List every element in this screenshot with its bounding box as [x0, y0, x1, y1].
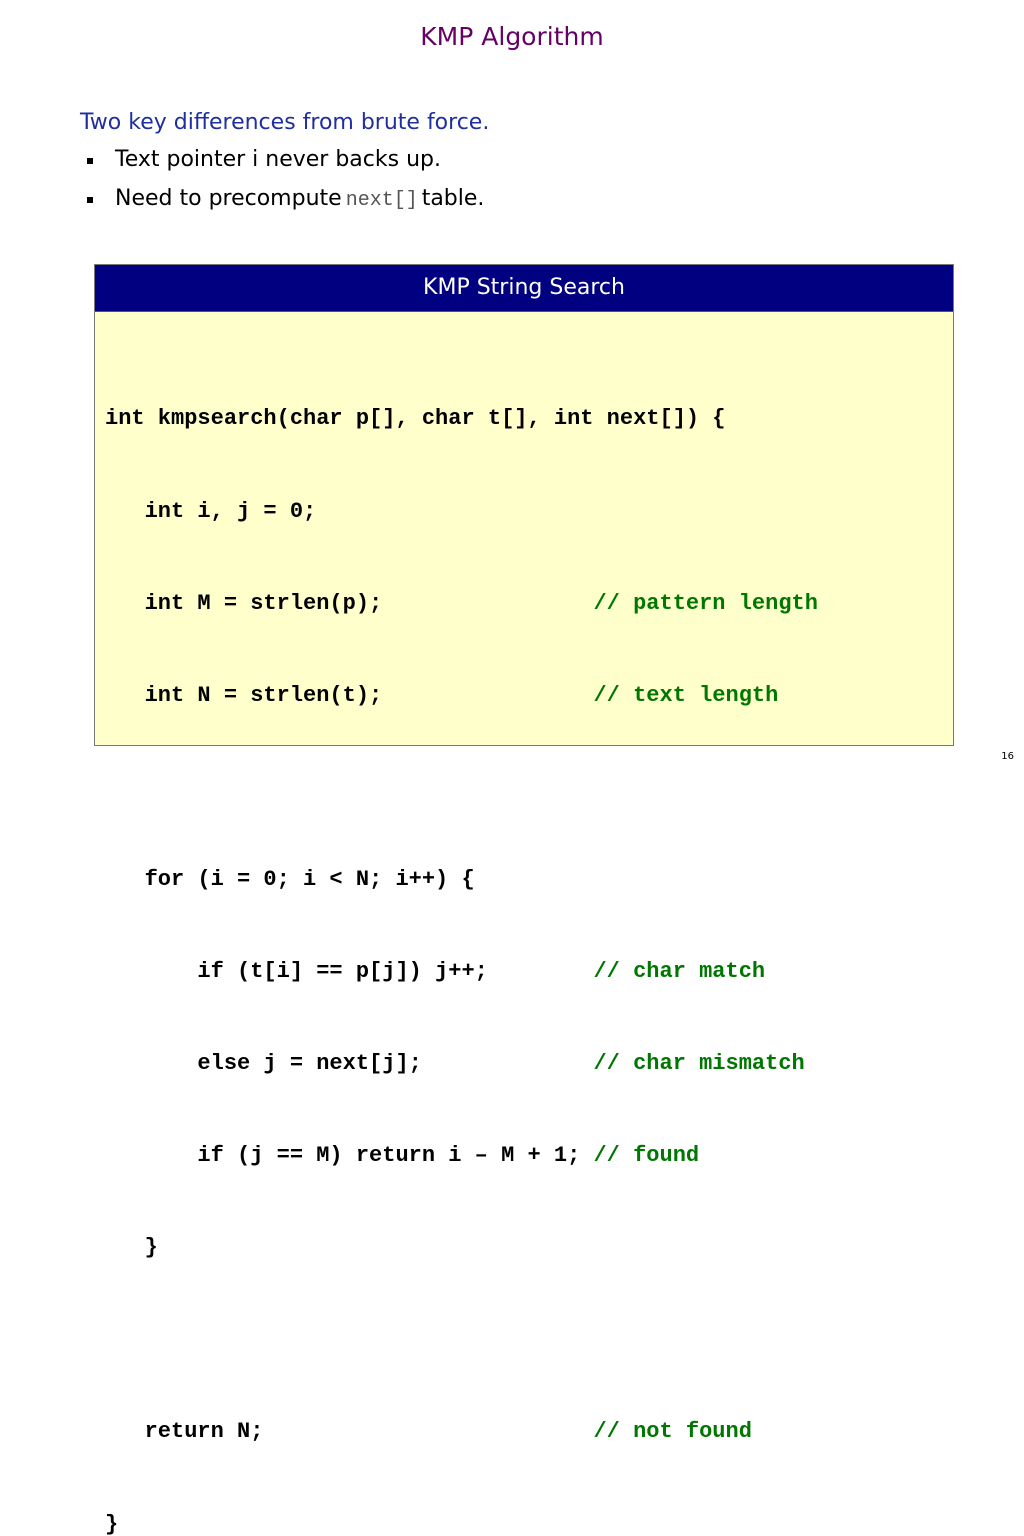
code-text: int i, j = 0; [105, 498, 317, 524]
code-comment: // char match [593, 958, 766, 984]
bullet-item-2: Need to precompute next[] table. [87, 186, 484, 212]
code-text: if (j == M) return i – M + 1; [105, 1143, 594, 1169]
code-text: else j = next[j]; [105, 1051, 594, 1077]
code-comment: // char mismatch [593, 1051, 805, 1077]
code-block: int kmpsearch(char p[], char t[], int ne… [105, 343, 818, 1536]
bullet-text-post: table. [421, 186, 485, 211]
bullet-square-icon [87, 158, 93, 164]
code-line: int i, j = 0; [105, 497, 818, 528]
code-line [105, 773, 818, 804]
code-line: return N; // not found [105, 1417, 818, 1448]
code-line [105, 1325, 818, 1356]
code-line: if (t[i] == p[j]) j++; // char match [105, 957, 818, 988]
inline-code-next: next[] [345, 189, 418, 212]
code-line: for (i = 0; i < N; i++) { [105, 865, 818, 896]
code-text: } [105, 1511, 119, 1536]
page-number: 16 [1001, 751, 1014, 762]
code-panel-header: KMP String Search [95, 265, 953, 312]
code-line: int M = strlen(p); // pattern length [105, 589, 818, 620]
code-text: return N; [105, 1419, 594, 1445]
code-line: int N = strlen(t); // text length [105, 681, 818, 712]
code-line: } [105, 1233, 818, 1264]
code-line: else j = next[j]; // char mismatch [105, 1049, 818, 1080]
code-comment: // pattern length [593, 590, 818, 616]
code-line: int kmpsearch(char p[], char t[], int ne… [105, 404, 818, 435]
code-comment: // not found [593, 1419, 752, 1445]
slide-subtitle: Two key differences from brute force. [80, 110, 490, 135]
bullet-item-1: Text pointer i never backs up. [87, 147, 441, 172]
code-text: int N = strlen(t); [105, 682, 594, 708]
code-text: } [105, 1235, 158, 1261]
bullet-text: Text pointer i never backs up. [115, 147, 441, 172]
code-text: if (t[i] == p[j]) j++; [105, 958, 594, 984]
slide-title: KMP Algorithm [420, 22, 604, 51]
bullet-square-icon [87, 197, 93, 203]
code-text: int kmpsearch(char p[], char t[], int ne… [105, 406, 726, 432]
code-text: int M = strlen(p); [105, 590, 594, 616]
code-line: } [105, 1510, 818, 1536]
code-comment: // found [593, 1143, 700, 1169]
code-panel: KMP String Search int kmpsearch(char p[]… [94, 264, 954, 1536]
bullet-text-pre: Need to precompute [115, 186, 342, 211]
code-comment: // text length [593, 682, 779, 708]
code-text: for (i = 0; i < N; i++) { [105, 866, 475, 892]
code-line: if (j == M) return i – M + 1; // found [105, 1141, 818, 1172]
